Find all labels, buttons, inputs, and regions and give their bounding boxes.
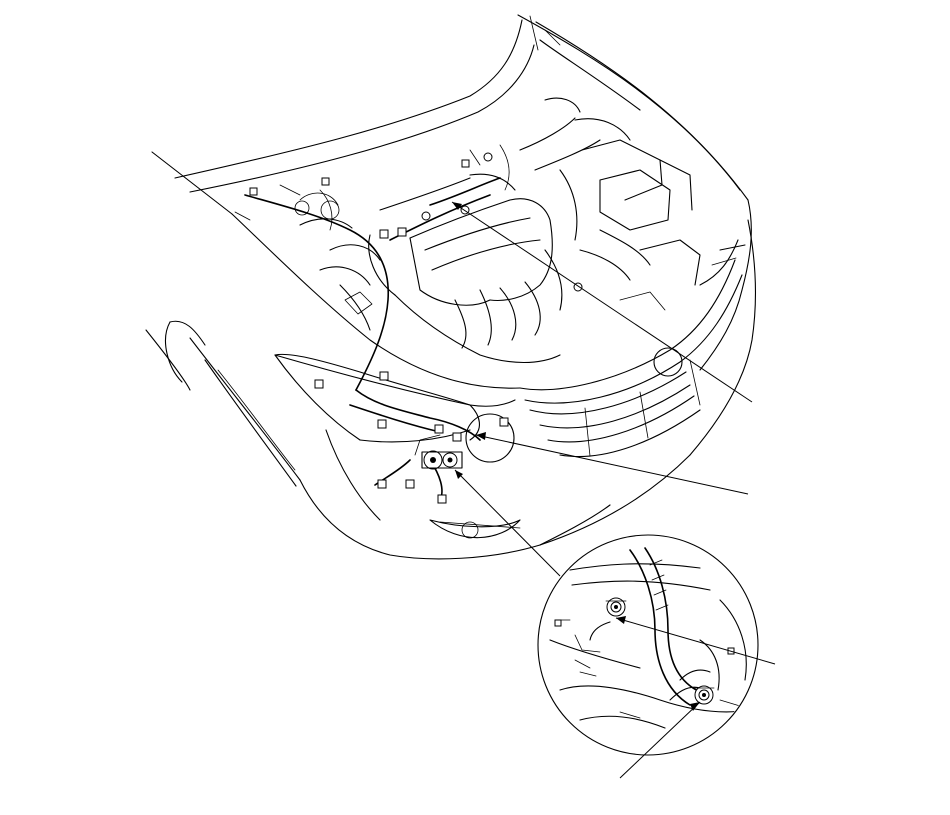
leader-lines [451, 201, 753, 577]
ground-bolt-upper [605, 597, 627, 617]
ground-bolt-lower [693, 685, 715, 705]
front-grille [519, 239, 746, 458]
engine-assembly [294, 97, 701, 364]
ground-terminal-main [421, 450, 463, 470]
front-body [145, 199, 757, 560]
open-hood [151, 14, 749, 221]
detail-inset [537, 534, 776, 779]
wiring-harness [244, 144, 583, 504]
